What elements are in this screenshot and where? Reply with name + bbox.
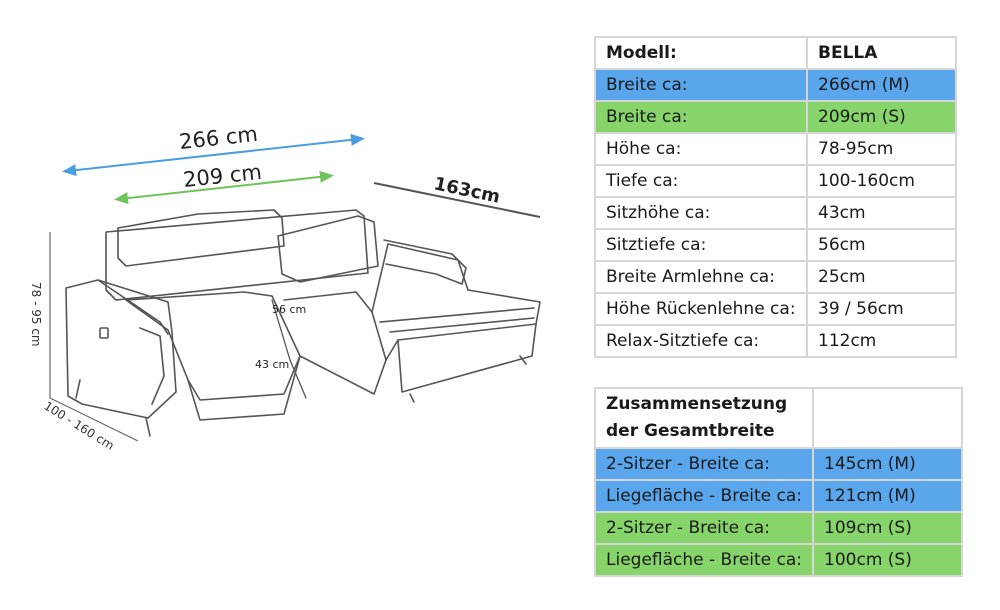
- spec-row: Höhe ca: 78-95cm: [594, 132, 957, 166]
- composition-row: 2-Sitzer - Breite ca: 109cm (S): [593, 511, 964, 545]
- spec-label: Höhe ca:: [594, 132, 808, 166]
- composition-label: Liegefläche - Breite ca:: [593, 543, 815, 577]
- spec-value: 266cm (M): [806, 68, 957, 102]
- spec-header-label: Modell:: [594, 36, 808, 70]
- seat-depth-label: 56 cm: [272, 303, 306, 316]
- composition-label: Liegefläche - Breite ca:: [593, 479, 815, 513]
- spec-value: 78-95cm: [806, 132, 957, 166]
- spec-row: Tiefe ca: 100-160cm: [594, 164, 957, 198]
- spec-value: 56cm: [806, 228, 957, 262]
- sofa-dimension-drawing: 266 cm 209 cm 163cm 78 - 95 cm 100 - 160…: [29, 122, 541, 453]
- spec-value: 39 / 56cm: [806, 292, 957, 326]
- composition-value: 109cm (S): [812, 511, 964, 545]
- spec-label: Sitzhöhe ca:: [594, 196, 808, 230]
- spec-value: 112cm: [806, 324, 957, 358]
- composition-header-row: Zusammensetzung der Gesamtbreite: [593, 387, 964, 449]
- spec-row: Höhe Rückenlehne ca: 39 / 56cm: [594, 292, 957, 326]
- composition-value: 121cm (M): [812, 479, 964, 513]
- composition-value: 145cm (M): [812, 447, 964, 481]
- spec-row: Relax-Sitztiefe ca: 112cm: [594, 324, 957, 358]
- composition-header-empty: [812, 387, 964, 449]
- spec-value: 25cm: [806, 260, 957, 294]
- composition-row: 2-Sitzer - Breite ca: 145cm (M): [593, 447, 964, 481]
- relax-depth-label: 43 cm: [255, 358, 289, 371]
- composition-table: Zusammensetzung der Gesamtbreite 2-Sitze…: [593, 387, 964, 577]
- spec-row: Breite ca: 266cm (M): [594, 68, 957, 102]
- composition-label: 2-Sitzer - Breite ca:: [593, 511, 815, 545]
- sofa-outline: [65, 209, 541, 437]
- depth-range-label: 100 - 160 cm: [41, 399, 116, 453]
- width-large-arrow: [62, 133, 365, 177]
- composition-value: 100cm (S): [812, 543, 964, 577]
- spec-label: Sitztiefe ca:: [594, 228, 808, 262]
- depth-dim-line: [49, 397, 139, 442]
- composition-row: Liegefläche - Breite ca: 100cm (S): [593, 543, 964, 577]
- spec-table: Modell: BELLA Breite ca: 266cm (M) Breit…: [594, 36, 957, 358]
- depth-chaise-line: [373, 182, 541, 218]
- spec-header-row: Modell: BELLA: [594, 36, 957, 70]
- spec-value: 43cm: [806, 196, 957, 230]
- width-large-label: 266 cm: [178, 122, 259, 154]
- spec-label: Tiefe ca:: [594, 164, 808, 198]
- spec-label: Relax-Sitztiefe ca:: [594, 324, 808, 358]
- composition-row: Liegefläche - Breite ca: 121cm (M): [593, 479, 964, 513]
- spec-row: Breite ca: 209cm (S): [594, 100, 957, 134]
- spec-label: Breite ca:: [594, 68, 808, 102]
- height-range-label: 78 - 95 cm: [29, 282, 43, 347]
- spec-header-value: BELLA: [806, 36, 957, 70]
- spec-label: Höhe Rückenlehne ca:: [594, 292, 808, 326]
- spec-value: 100-160cm: [806, 164, 957, 198]
- width-small-label: 209 cm: [182, 160, 263, 192]
- width-small-arrow: [114, 170, 334, 205]
- spec-value: 209cm (S): [806, 100, 957, 134]
- spec-row: Sitztiefe ca: 56cm: [594, 228, 957, 262]
- spec-row: Sitzhöhe ca: 43cm: [594, 196, 957, 230]
- spec-label: Breite Armlehne ca:: [594, 260, 808, 294]
- composition-label: 2-Sitzer - Breite ca:: [593, 447, 815, 481]
- spec-label: Breite ca:: [594, 100, 808, 134]
- composition-header: Zusammensetzung der Gesamtbreite: [593, 387, 815, 449]
- spec-row: Breite Armlehne ca: 25cm: [594, 260, 957, 294]
